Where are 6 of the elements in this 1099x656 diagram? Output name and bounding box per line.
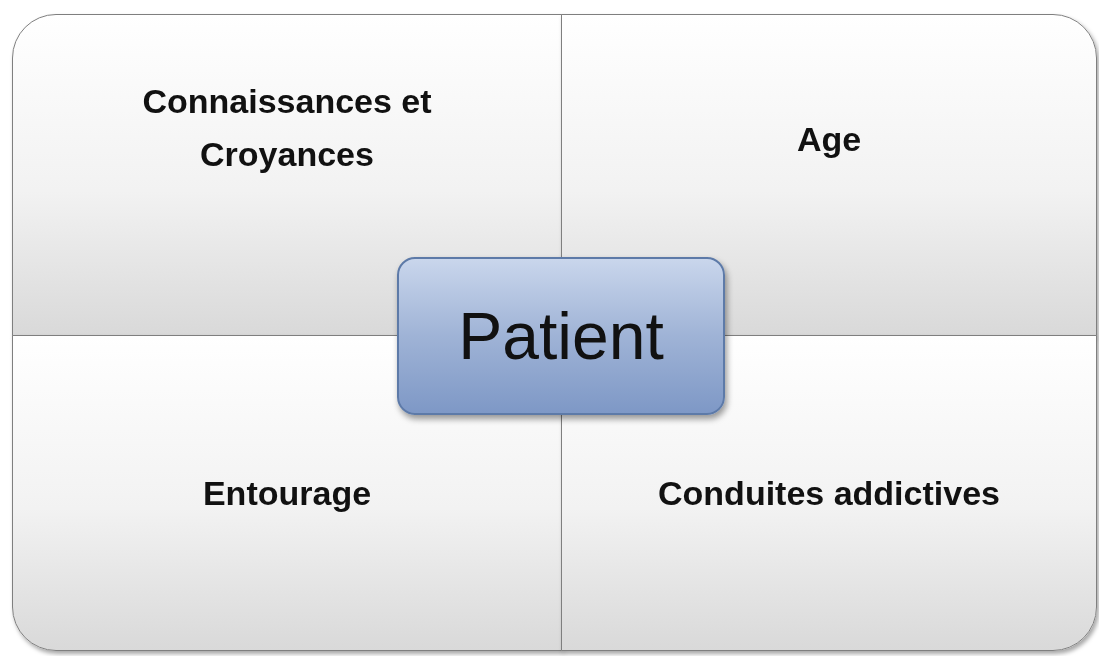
quadrant-label: Entourage	[202, 472, 372, 514]
center-box	[397, 257, 725, 415]
quadrant-label: Age	[796, 119, 862, 160]
quadrant-label: Conduites addictives	[658, 472, 1000, 514]
center-label: Patient	[458, 298, 664, 374]
quadrant-label: Connaissances et Croyances	[141, 81, 433, 175]
